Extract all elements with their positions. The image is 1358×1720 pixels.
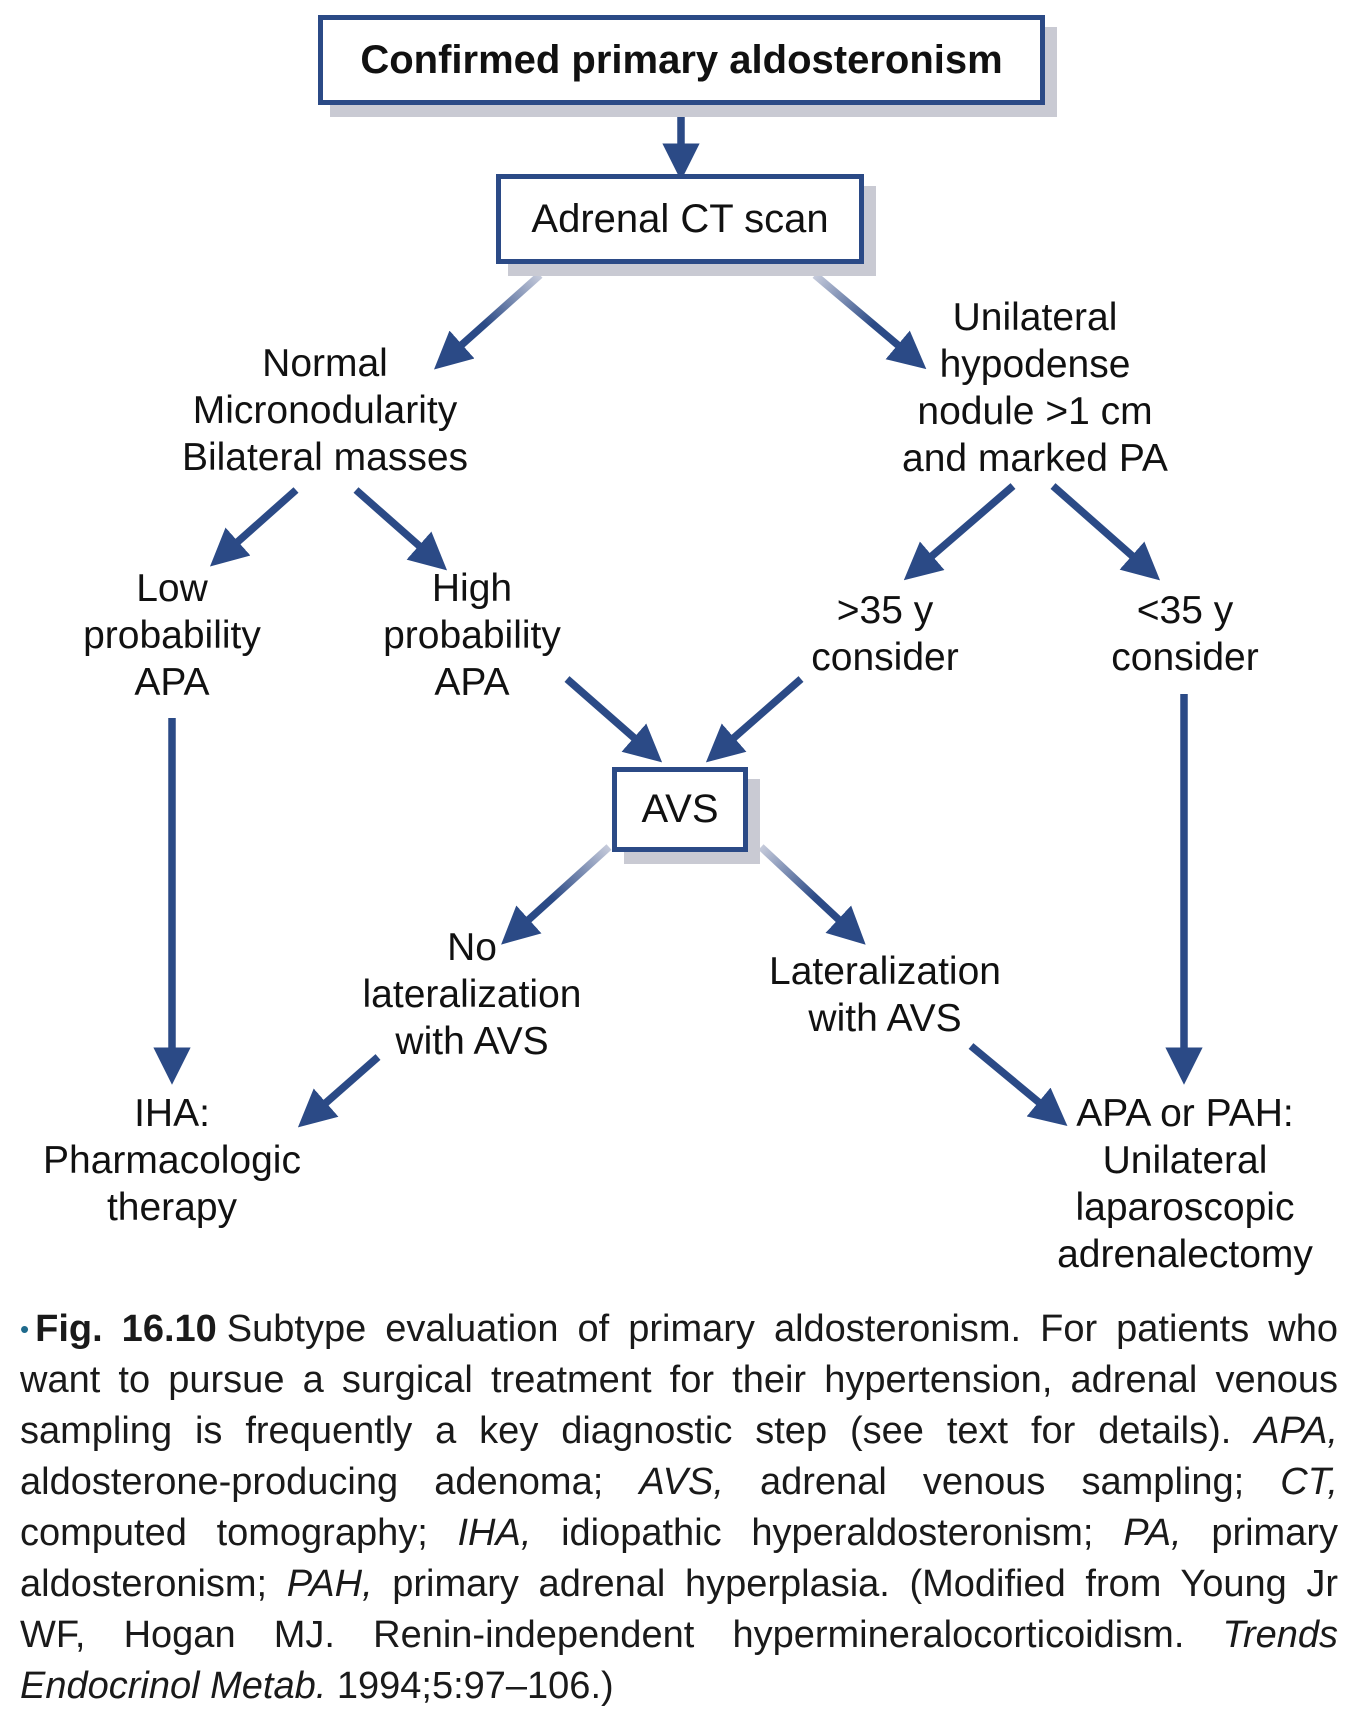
arrow-unilateral-to-lt35 (1050, 483, 1161, 581)
arrow-nolat-to-iha (297, 1054, 381, 1128)
over-35-label: >35 y consider (811, 589, 959, 679)
arrow-ct-to-unilateral (812, 272, 927, 370)
low-probability-apa-label: Low probability APA (83, 567, 261, 704)
caption-text: computed tomography; (20, 1512, 458, 1554)
caption-text: 1994;5:97–106.) (326, 1665, 614, 1707)
caption-text: primary adrenal hyperplasia. (Modified f… (20, 1563, 1339, 1656)
arrow-high-to-avs (564, 676, 663, 763)
caption-text: aldosterone-producing adenoma; (20, 1461, 640, 1503)
abbrev-iha: IHA, (457, 1512, 532, 1554)
high-probability-apa-label: High probability APA (383, 567, 561, 704)
arrow-normal-to-low (209, 487, 299, 567)
arrow-lat-to-apa (968, 1043, 1068, 1126)
adrenal-ct-label: Adrenal CT scan (531, 196, 829, 241)
iha-therapy-label: IHA: Pharmacologic therapy (43, 1092, 301, 1229)
abbrev-apa: APA, (1254, 1410, 1338, 1452)
adrenal-ct-box: Adrenal CT scan (496, 174, 864, 264)
caption-text: Subtype evaluation of primary aldosteron… (20, 1308, 1338, 1452)
caption-text: primary aldosteronism; (20, 1512, 1338, 1605)
no-lateralization-label: No lateralization with AVS (362, 926, 582, 1063)
abbrev-ct: CT, (1280, 1461, 1338, 1503)
unilateral-nodule-label: Unilateral hypodense nodule >1 cm and ma… (902, 296, 1168, 480)
lateralization-label: Lateralization with AVS (769, 950, 1001, 1040)
arrow-gt35-to-avs (705, 676, 804, 763)
arrow-ct-to-normal (434, 272, 543, 370)
confirmed-pa-box: Confirmed primary aldosteronism (318, 15, 1045, 105)
figure-number: Fig. 16.10 (35, 1308, 217, 1350)
caption-text: idiopathic hyperaldosteronism; (531, 1512, 1124, 1554)
flow-arrows (153, 108, 1203, 1128)
arrow-unilateral-to-gt35 (903, 483, 1016, 581)
confirmed-pa-label: Confirmed primary aldosteronism (360, 37, 1003, 82)
caption-bullet: • (20, 1314, 30, 1344)
arrow-avs-to-lat (758, 844, 866, 945)
avs-box: AVS (612, 767, 748, 852)
avs-label: AVS (641, 787, 719, 831)
journal-name: Trends Endocrinol Metab. (20, 1614, 1338, 1707)
abbrev-pah: PAH, (286, 1563, 373, 1605)
normal-finding-label: Normal Micronodularity Bilateral masses (181, 342, 469, 479)
caption-text: adrenal venous sampling; (723, 1461, 1281, 1503)
apa-adrenalectomy-label: APA or PAH: Unilateral laparoscopic adre… (1057, 1092, 1313, 1276)
abbrev-pa: PA, (1123, 1512, 1182, 1554)
under-35-label: <35 y consider (1111, 589, 1259, 679)
arrow-avs-to-nolat (501, 844, 612, 945)
arrow-normal-to-high (353, 487, 448, 571)
abbrev-avs: AVS, (639, 1461, 724, 1503)
